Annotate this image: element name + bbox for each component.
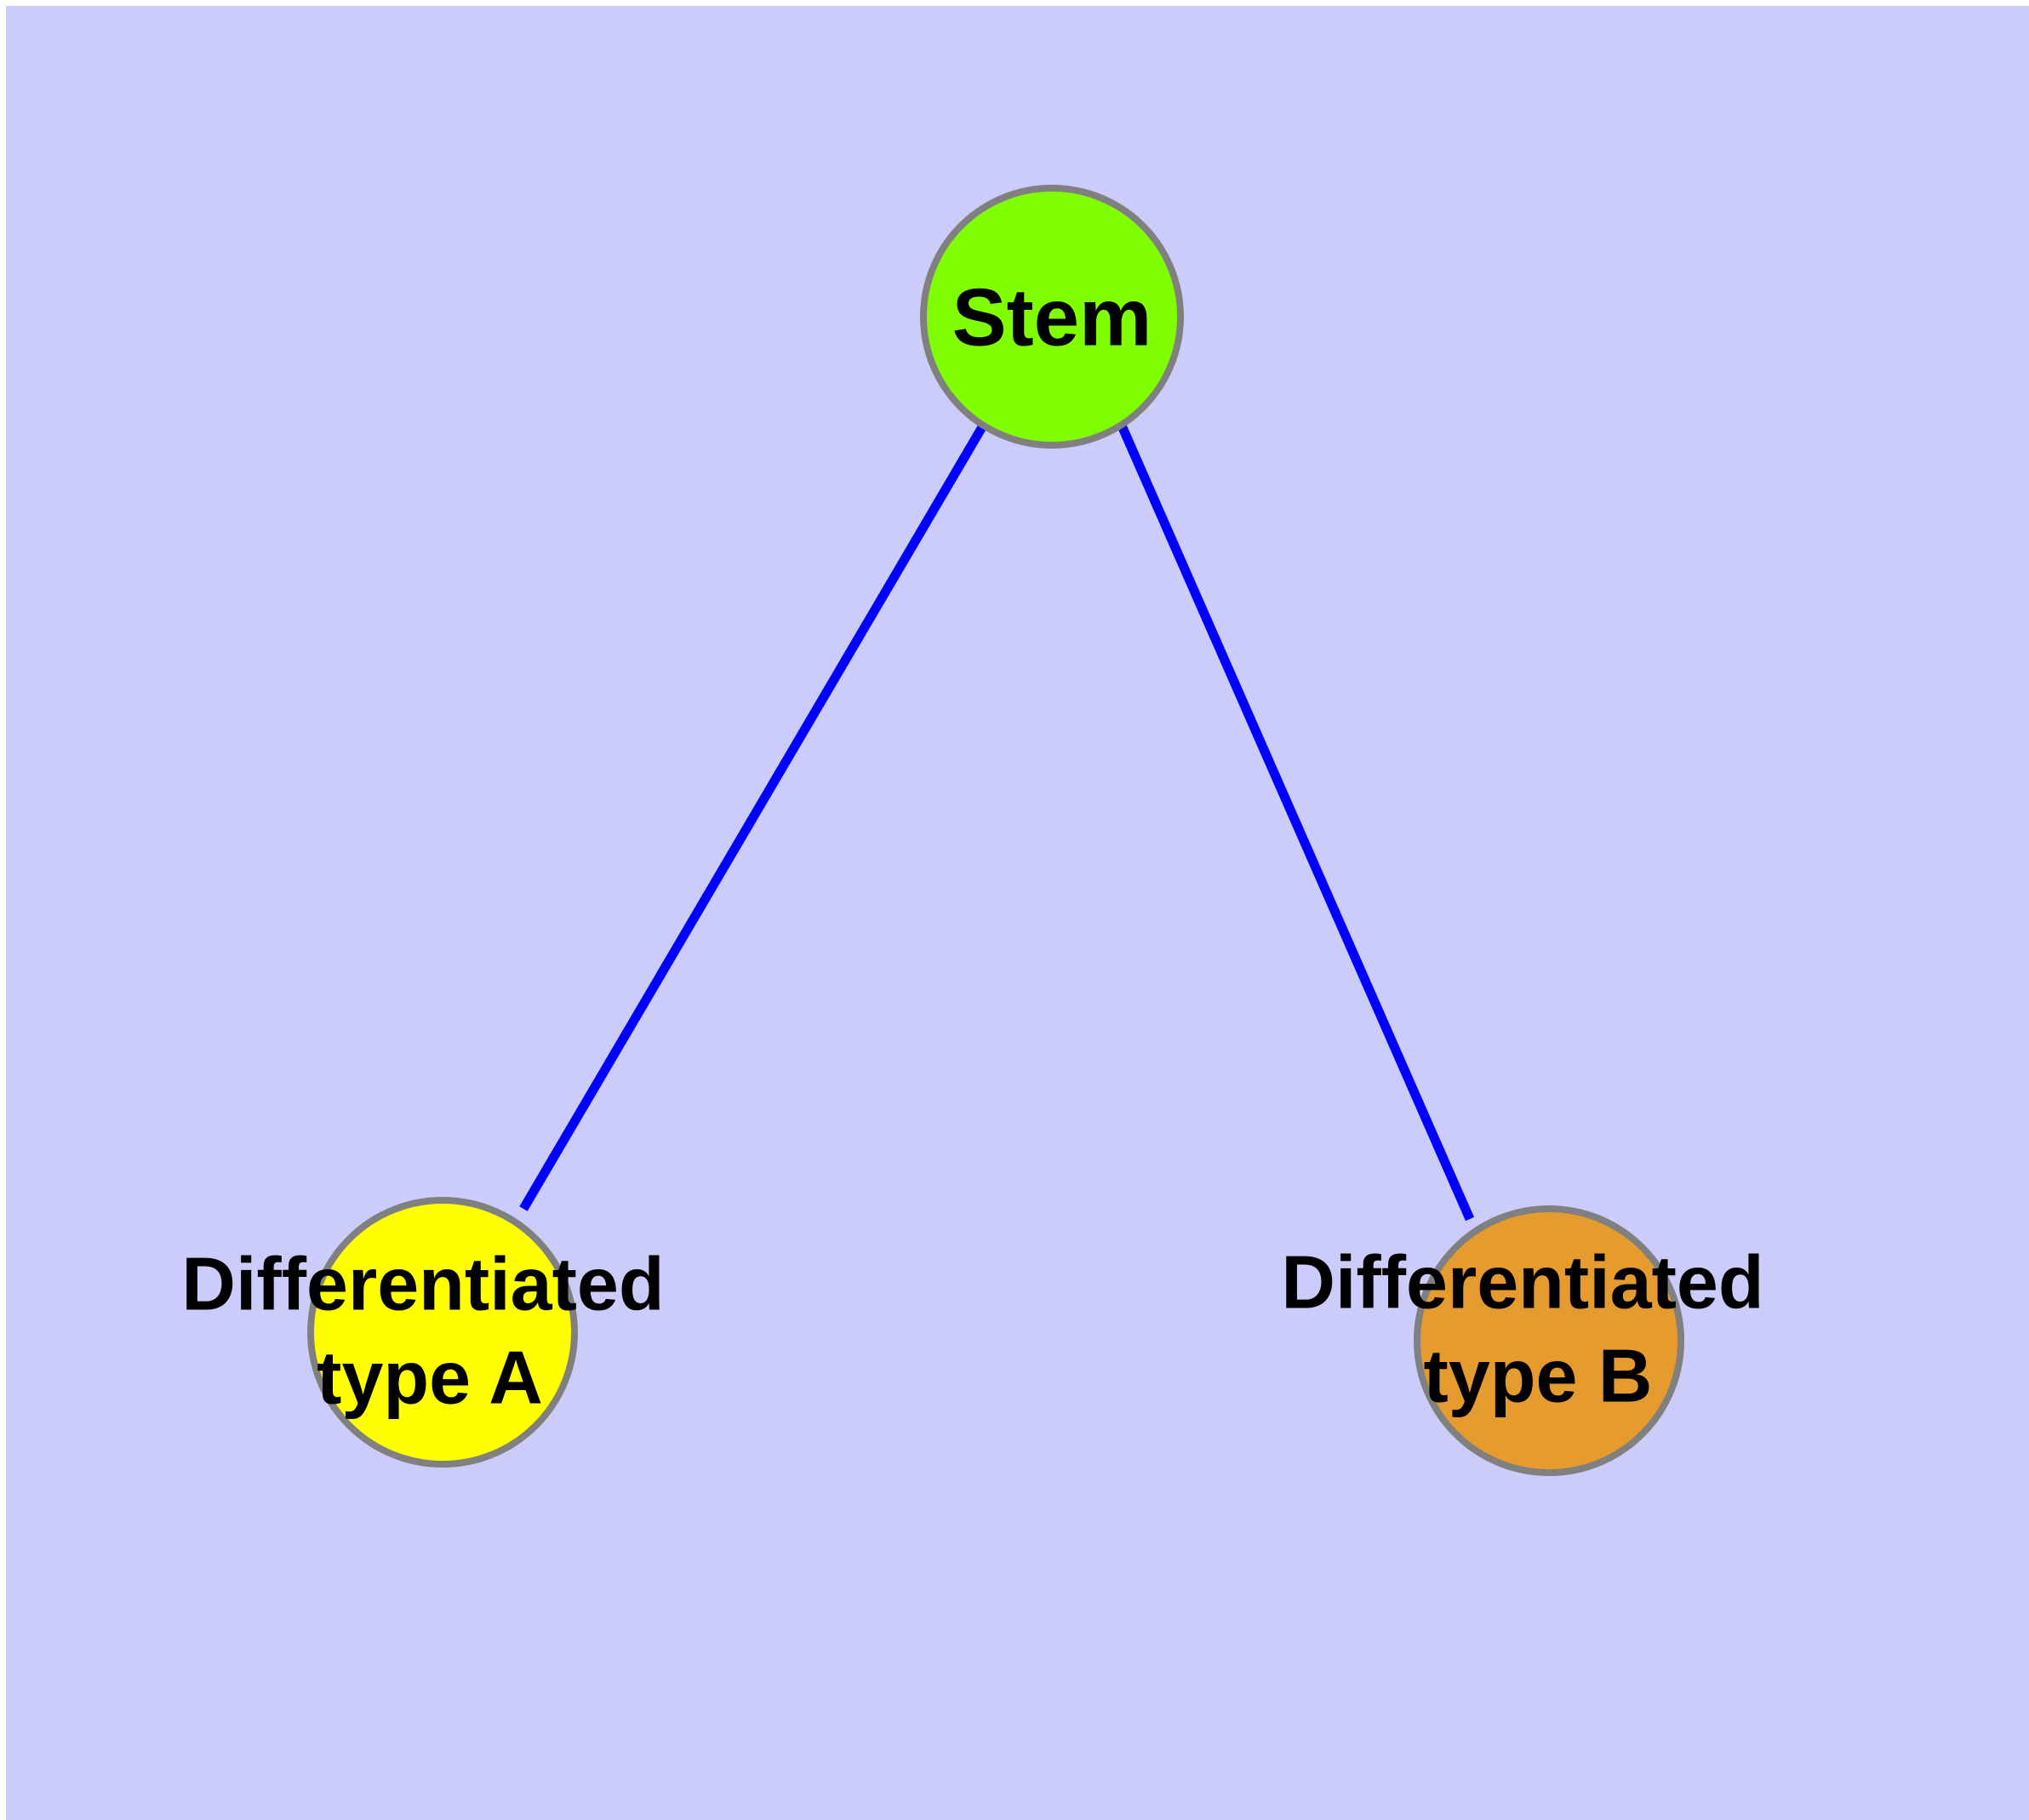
node-differentiated-type-a[interactable] — [307, 1197, 578, 1468]
node-differentiated-type-b-label-line1: Differentiated — [1281, 1239, 1763, 1324]
node-differentiated-type-b-circle[interactable] — [1414, 1205, 1684, 1476]
label-layer: Stem Differentiated type A Differentiate… — [181, 272, 1763, 1419]
edge-stem-to-differentiated-type-b[interactable] — [1117, 423, 1475, 1222]
node-layer — [307, 185, 1684, 1476]
node-differentiated-type-a-label-line1: Differentiated — [181, 1241, 664, 1325]
node-differentiated-type-b[interactable] — [1414, 1205, 1684, 1476]
edge-stem-to-differentiated-type-a[interactable] — [519, 423, 987, 1211]
edge-layer — [519, 423, 1475, 1222]
node-stem-circle[interactable] — [920, 185, 1184, 449]
node-differentiated-type-a-circle[interactable] — [307, 1197, 578, 1468]
node-stem-label: Stem — [952, 272, 1152, 363]
node-stem[interactable] — [920, 185, 1184, 449]
node-differentiated-type-b-label-line2: type B — [1424, 1333, 1653, 1417]
node-differentiated-type-a-label-line2: type A — [317, 1335, 543, 1419]
